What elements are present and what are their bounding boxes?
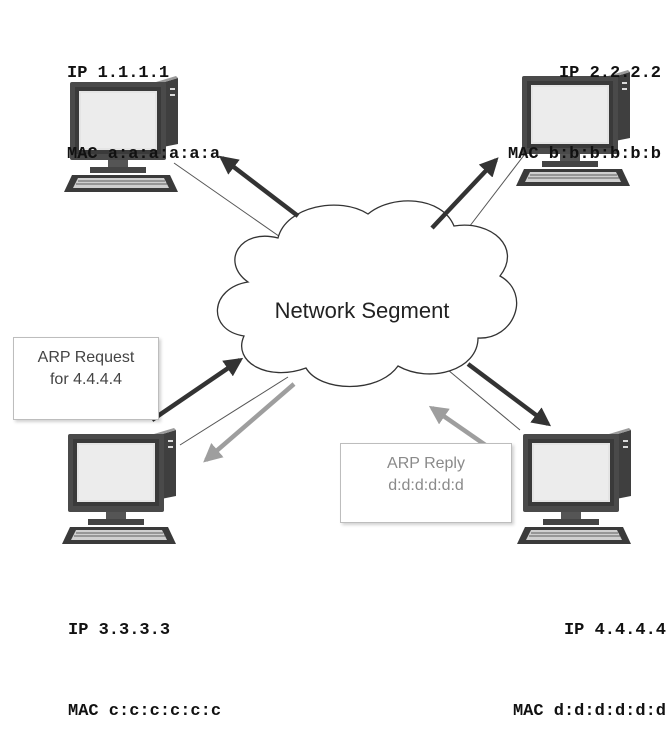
callout-line: ARP Request <box>37 349 135 366</box>
cloud-label: Network Segment <box>275 298 450 323</box>
mac-address: MAC a:a:a:a:a:a <box>67 145 221 164</box>
arp-request-callout: ARP Request for 4.4.4.4 <box>13 337 159 420</box>
callout-line: ARP Reply <box>387 455 465 472</box>
host-label-bottom-left: IP 3.3.3.3 MAC c:c:c:c:c:c <box>68 563 221 752</box>
computer-icon-bottom-left <box>61 427 177 545</box>
host-label-bottom-right: IP 4.4.4.4 MAC d:d:d:d:d:d <box>513 563 666 752</box>
computer-icon-bottom-right <box>516 427 632 545</box>
callout-line: d:d:d:d:d:d <box>388 477 464 494</box>
host-label-top-right: IP 2.2.2.2 MAC b:b:b:b:b:b <box>508 6 661 195</box>
request-arrows <box>150 155 552 427</box>
request-arrow-to-bottom-right <box>466 362 552 427</box>
mac-address: MAC c:c:c:c:c:c <box>68 702 222 721</box>
arp-reply-callout: ARP Reply d:d:d:d:d:d <box>340 443 512 523</box>
link-line-top-left <box>173 162 297 249</box>
mac-address: MAC d:d:d:d:d:d <box>512 702 666 721</box>
ip-address: IP 1.1.1.1 <box>67 64 170 83</box>
ip-address: IP 4.4.4.4 <box>563 621 666 640</box>
ip-address: IP 2.2.2.2 <box>558 64 661 83</box>
network-segment-cloud: Network Segment <box>216 200 518 387</box>
request-arrow-from-bottom-left <box>150 357 244 422</box>
mac-address: MAC b:b:b:b:b:b <box>507 145 661 164</box>
host-label-top-left: IP 1.1.1.1 MAC a:a:a:a:a:a <box>67 6 220 195</box>
request-arrow-to-top-right <box>430 157 499 230</box>
ip-address: IP 3.3.3.3 <box>68 621 171 640</box>
link-line-bottom-left <box>179 376 289 446</box>
arp-diagram: Network Segment <box>61 69 632 545</box>
broadcast-arrow-to-bottom-left <box>203 382 296 463</box>
request-arrow-to-top-left <box>218 155 300 218</box>
callout-line: for 4.4.4.4 <box>49 371 123 388</box>
